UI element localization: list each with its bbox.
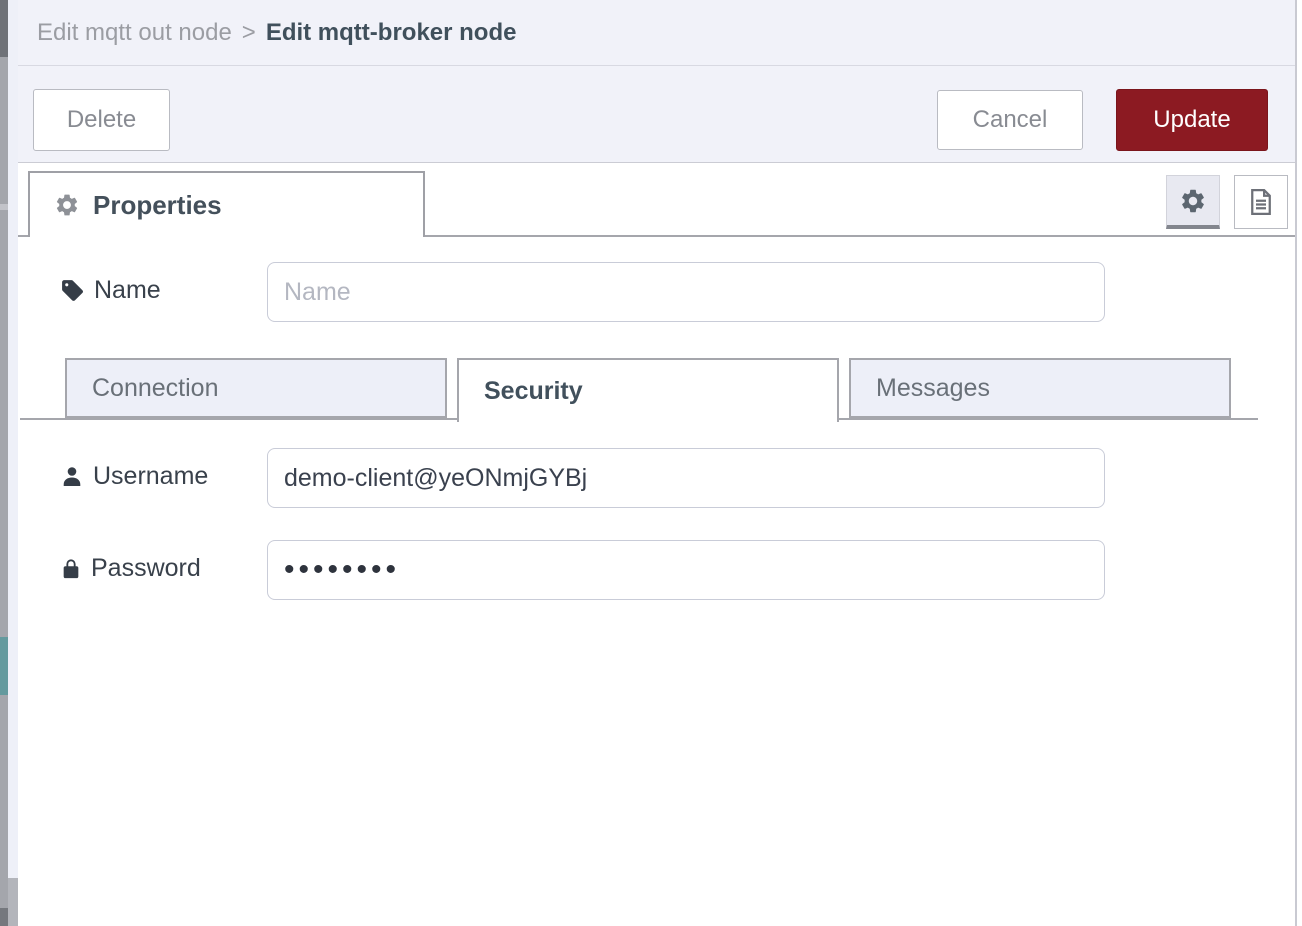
password-label: Password (60, 554, 201, 583)
breadcrumb-current: Edit mqtt-broker node (265, 18, 517, 46)
breadcrumb: Edit mqtt out node > Edit mqtt-broker no… (18, 0, 1295, 66)
cancel-button[interactable]: Cancel (937, 90, 1083, 150)
tab-properties-label: Properties (93, 189, 222, 220)
tab-messages[interactable]: Messages (849, 358, 1231, 418)
workspace-edge-segment (0, 0, 8, 57)
tab-properties[interactable]: Properties (28, 171, 425, 237)
edit-description-button[interactable] (1234, 175, 1288, 229)
name-label-text: Name (94, 276, 161, 304)
breadcrumb-parent[interactable]: Edit mqtt out node (37, 18, 232, 46)
username-input[interactable] (267, 448, 1105, 508)
gear-icon (1179, 187, 1207, 215)
broker-tab-bar: Connection Security Messages (18, 358, 1297, 422)
doc-icon (1246, 187, 1276, 217)
tray-tab-bar: Properties (18, 163, 1295, 237)
lock-icon (60, 557, 82, 581)
workspace-edge-segment (0, 908, 8, 926)
tab-connection[interactable]: Connection (65, 358, 447, 418)
username-label: Username (60, 462, 208, 491)
name-label: Name (60, 276, 161, 305)
password-input[interactable] (267, 540, 1105, 600)
workspace-edge-teal-segment (0, 637, 8, 695)
tab-bar-underline (18, 235, 1295, 237)
password-label-text: Password (91, 554, 201, 582)
tray-toolbar: Delete Cancel Update (18, 66, 1295, 163)
workspace-edge-strip (0, 0, 8, 926)
tray-left-gap (8, 0, 18, 926)
edit-tray: Edit mqtt out node > Edit mqtt-broker no… (18, 0, 1297, 926)
username-label-text: Username (93, 462, 209, 490)
edit-properties-toggle-button[interactable] (1166, 175, 1220, 229)
tab-security[interactable]: Security (457, 358, 839, 422)
tag-icon (60, 278, 85, 303)
update-button[interactable]: Update (1116, 89, 1268, 151)
gear-icon (54, 192, 80, 218)
delete-button[interactable]: Delete (33, 89, 170, 151)
workspace-edge-segment (0, 204, 8, 210)
breadcrumb-separator: > (241, 18, 256, 46)
name-input[interactable] (267, 262, 1105, 322)
user-icon (60, 465, 84, 489)
